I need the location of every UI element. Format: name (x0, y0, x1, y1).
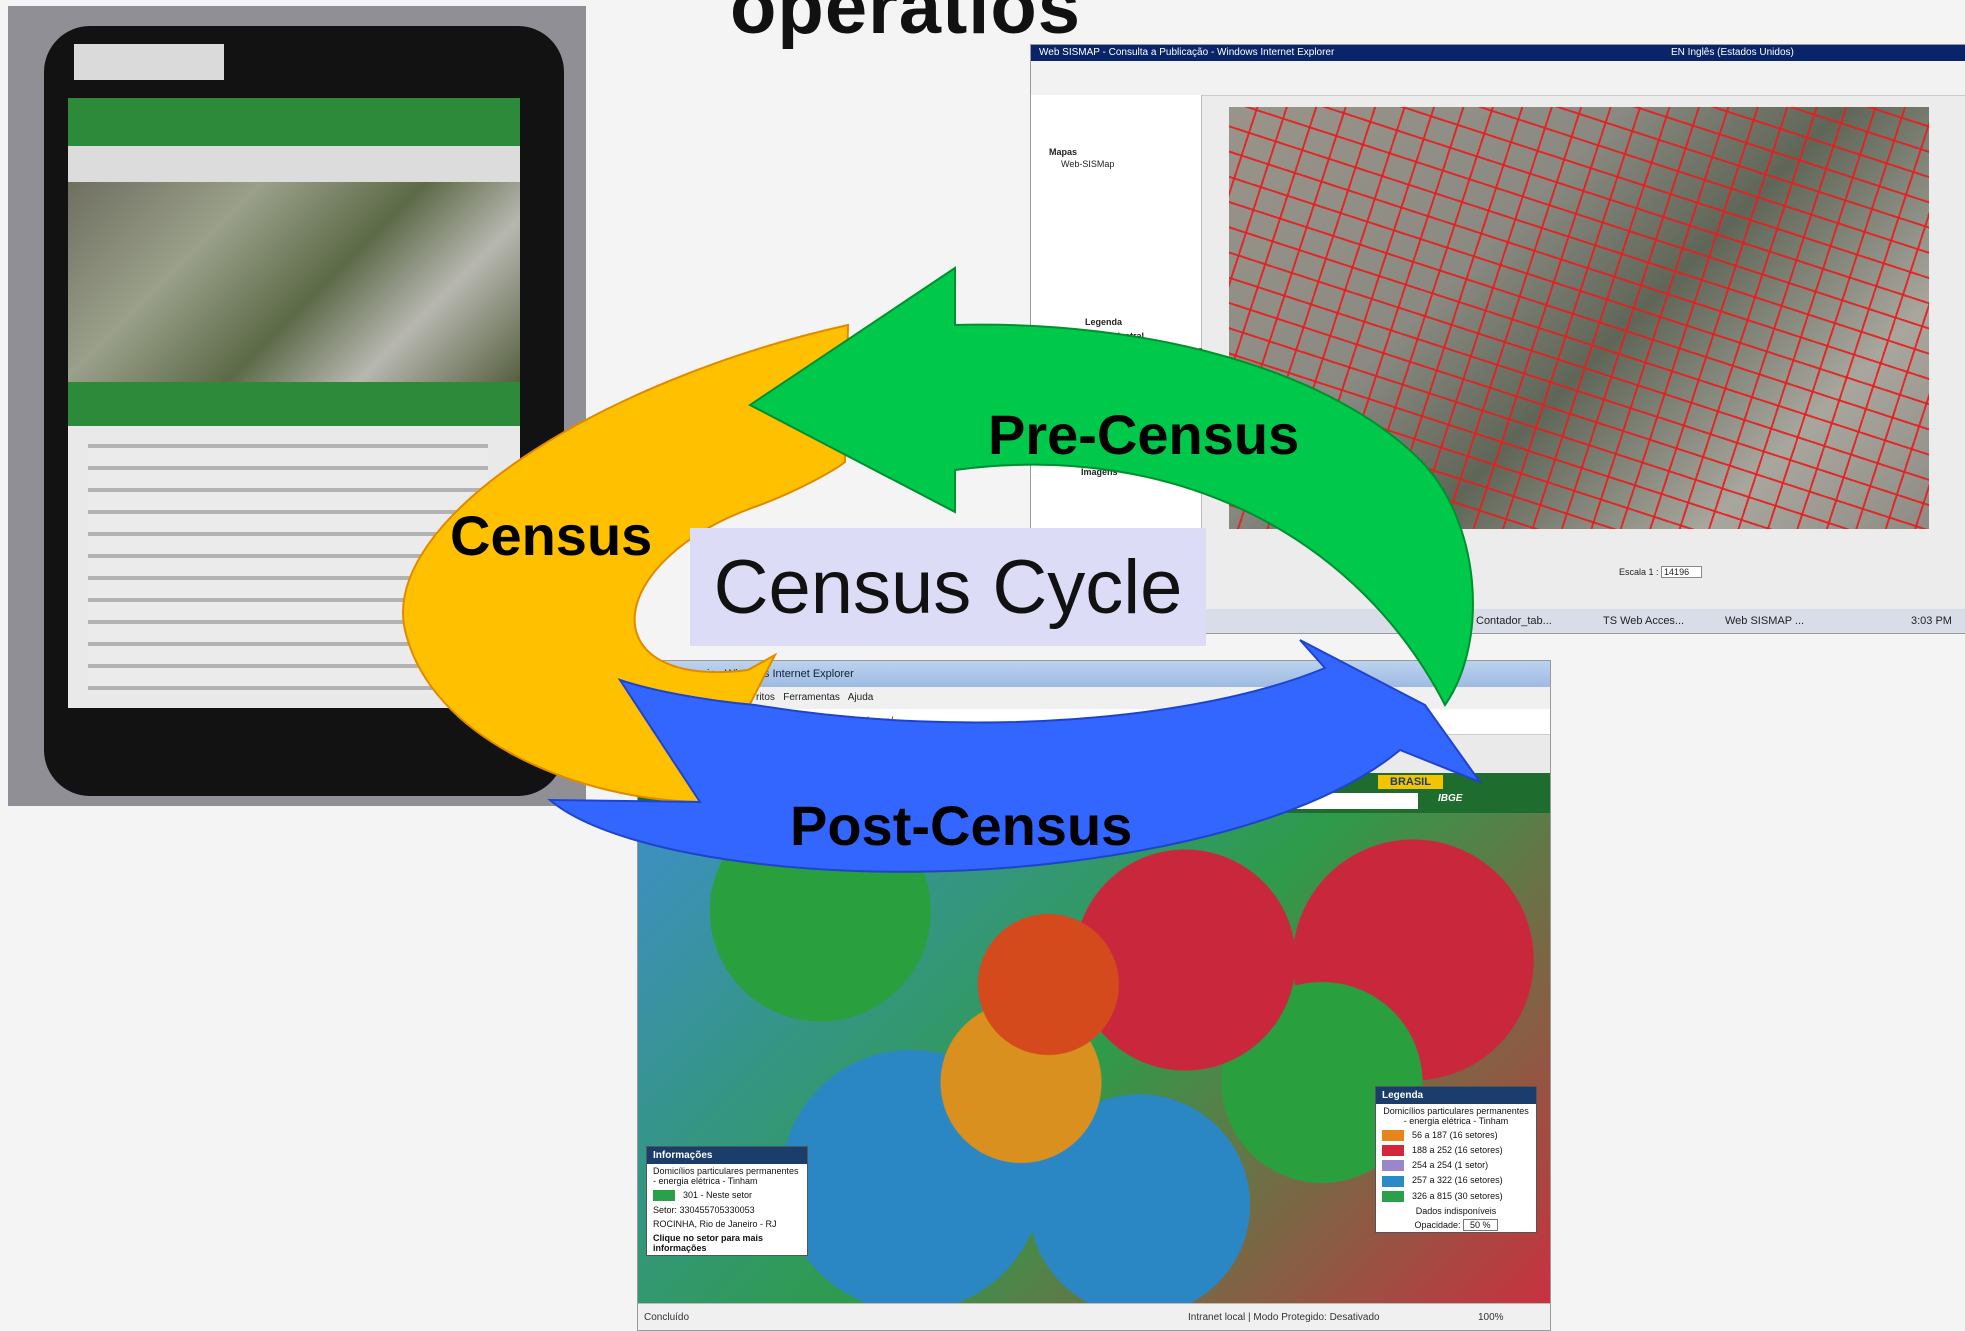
info-place: ROCINHA, Rio de Janeiro - RJ (653, 1219, 777, 1230)
menu-item[interactable]: Ajuda (847, 692, 874, 703)
legend-range: 257 a 322 (1412, 1175, 1453, 1186)
tablet-screen (68, 98, 520, 708)
legend-range: 326 a 815 (1412, 1190, 1453, 1201)
legend-range: 56 a 187 (1412, 1130, 1448, 1140)
menu-item[interactable]: ritos (756, 692, 775, 703)
tablet-satellite-map (68, 182, 520, 382)
info-hint: Clique no setor para mais informações (653, 1233, 764, 1254)
legend-count: (1 setor) (1454, 1160, 1489, 1171)
legend-item[interactable]: Base Cadastral (1079, 331, 1145, 341)
sismap-title-bar: Web SISMAP - Consulta a Publicação - Win… (1031, 45, 1965, 61)
tree-child[interactable]: Web-SISMap (1061, 159, 1115, 169)
map-legend-title: Legenda (1376, 1087, 1536, 1104)
scale-input[interactable]: 14196 (1661, 566, 1703, 578)
legend-range: 188 a 252 (1412, 1145, 1453, 1156)
ibge-logo: IBGE (1438, 793, 1463, 804)
sismap-aerial-map[interactable] (1229, 107, 1929, 529)
info-title: Informações (647, 1147, 807, 1164)
opacity-select[interactable]: 50 % (1463, 1218, 1498, 1231)
tablet-list (88, 444, 488, 694)
sismap-toolbar[interactable] (1031, 61, 1965, 96)
censo-menu-bar: ritos Ferramentas Ajuda (638, 687, 1550, 709)
legend-row: 254 a 254 (1 setor) (1376, 1158, 1536, 1173)
menu-item[interactable]: Ferramentas (783, 692, 840, 703)
zoom-level[interactable]: 100% (1478, 1312, 1504, 1323)
legend-range: 254 a 254 (1412, 1160, 1453, 1171)
sismap-tree-panel: Mapas Web-SISMap Legenda Base Cadastral … (1031, 95, 1205, 575)
legend-swatch (1382, 1190, 1404, 1202)
taskbar-item[interactable]: Web SISMAP ... (1725, 615, 1805, 627)
legend-count: (30 setores) (1454, 1190, 1503, 1201)
censo-header: BRASIL IBGE Tinham (638, 773, 1550, 813)
search-brand[interactable]: Google (854, 739, 887, 750)
legend-unavailable: Dados indisponíveis (1415, 1205, 1497, 1216)
censo-title-bar: ormais - Windows Internet Explorer (638, 661, 1550, 687)
barcode-sticker (74, 44, 224, 80)
theme-dropdown[interactable]: Tinham (1218, 793, 1418, 809)
tablet-photo (8, 6, 586, 806)
status-text: Concluído (644, 1312, 690, 1323)
legend-item[interactable]: Articulação (1081, 455, 1131, 465)
legend-row: 56 a 187 (16 setores) (1376, 1128, 1536, 1143)
legend-row: 257 a 322 (16 setores) (1376, 1173, 1536, 1188)
censo-screenshot: ormais - Windows Internet Explorer ritos… (637, 660, 1551, 1331)
legend-swatch (1382, 1130, 1404, 1142)
tablet-toolbar (68, 146, 520, 182)
info-value: 301 - Neste setor (683, 1190, 753, 1200)
tree-root[interactable]: Mapas (1049, 147, 1078, 157)
legend-swatch (1382, 1145, 1404, 1157)
legend-item[interactable]: Eixo de Logradouro - Topo (1097, 345, 1203, 355)
address-bar[interactable]: w.censo2010.ibge.gov.br/agsn/ (638, 709, 1550, 735)
taskbar-clock: 3:03 PM (1911, 615, 1952, 627)
sismap-language: EN Inglês (Estados Unidos) (1671, 47, 1794, 58)
opacity-label: Opacidade: (1414, 1219, 1461, 1230)
tablet-status-bar (68, 382, 520, 426)
sismap-window-title: Web SISMAP - Consulta a Publicação - Win… (1039, 47, 1335, 58)
brasil-badge: BRASIL (1378, 775, 1443, 789)
cycle-title: Census Cycle (713, 544, 1183, 630)
slide-heading: operatios (730, 0, 1082, 50)
map-legend-subtitle: Domicílios particulares permanentes - en… (1383, 1106, 1529, 1126)
taskbar-item[interactable]: TS Web Acces... (1603, 615, 1685, 627)
censo-status-bar: Concluído Intranet local | Modo Protegid… (638, 1303, 1550, 1330)
legend-item[interactable]: Atualização - Pontos Gerai (1097, 358, 1205, 368)
legend-title: Legenda (1085, 317, 1123, 327)
legend-row: 188 a 252 (16 setores) (1376, 1143, 1536, 1158)
legend-item[interactable]: Imagens (1081, 467, 1118, 477)
info-swatch (653, 1190, 675, 1202)
legend-item[interactable]: Edificações Ponto (1097, 371, 1170, 381)
scale-readout: Escala 1 : 14196 (1619, 566, 1703, 578)
status-zone: Intranet local | Modo Protegido: Desativ… (1188, 1312, 1380, 1323)
info-sector: Setor: 330455705330053 (653, 1205, 755, 1216)
legend-count: (16 setores) (1454, 1145, 1503, 1156)
legend-swatch (1382, 1175, 1404, 1187)
info-subtitle: Domicílios particulares permanentes - en… (653, 1166, 799, 1186)
taskbar-item[interactable]: Contador_tab... (1476, 615, 1552, 627)
tablet-app-bar (68, 98, 520, 146)
legend-swatch (1382, 1160, 1404, 1172)
legend-count: (16 setores) (1449, 1130, 1498, 1140)
info-panel: Informações Domicílios particulares perm… (646, 1146, 808, 1257)
cycle-title-box: Census Cycle (690, 528, 1206, 646)
map-legend-panel: Legenda Domicílios particulares permanen… (1375, 1086, 1537, 1233)
scale-label: Escala 1 : (1619, 567, 1659, 577)
legend-row: 326 a 815 (30 setores) (1376, 1189, 1536, 1204)
legend-count: (16 setores) (1454, 1175, 1503, 1186)
